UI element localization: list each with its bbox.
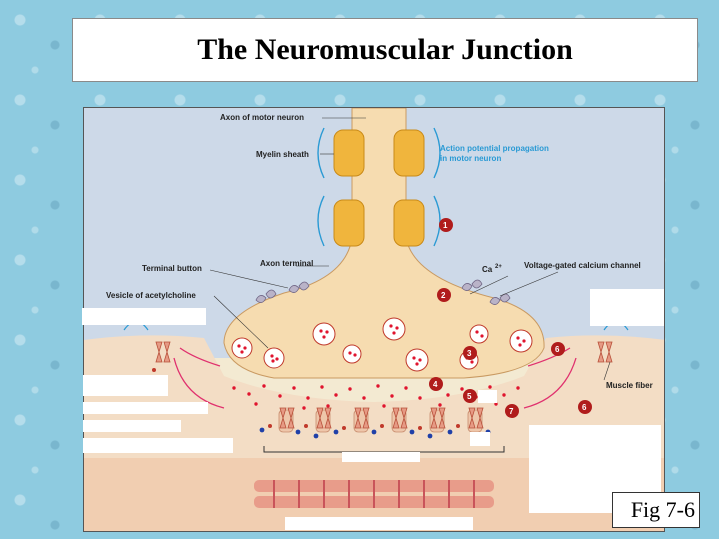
page-title: The Neuromuscular Junction: [197, 33, 573, 66]
label-muscle-fiber: Muscle fiber: [606, 381, 653, 390]
action-potential-arrows: [317, 127, 441, 247]
label-vesicle: Vesicle of acetylcholine: [106, 291, 196, 300]
blank-label-6: [83, 438, 233, 453]
label-axon: Axon of motor neuron: [220, 113, 304, 122]
step-1: 1: [443, 221, 448, 230]
blank-label-4: [83, 402, 208, 414]
blank-label-7: [478, 390, 497, 403]
label-ca-charge: 2+: [495, 264, 502, 270]
label-terminal-button: Terminal button: [142, 264, 202, 273]
blank-label-8: [470, 432, 490, 446]
step-6b: 6: [582, 403, 587, 412]
blank-label-3: [83, 375, 168, 396]
label-ap-1: Action potential propagation: [440, 144, 549, 153]
motor-neuron-terminal: [223, 108, 545, 379]
figure-number: Fig 7-6: [612, 492, 700, 528]
muscle-ap-arrows: [173, 347, 577, 409]
label-axon-terminal: Axon terminal: [260, 259, 313, 268]
step-7: 7: [509, 407, 514, 416]
leader-lines: [209, 117, 611, 381]
title-box: The Neuromuscular Junction: [72, 18, 698, 82]
myelin-sheath: [333, 129, 425, 247]
step-5: 5: [467, 392, 472, 401]
step-markers: [429, 218, 592, 418]
step-2: 2: [441, 291, 446, 300]
blank-label-5: [83, 420, 181, 432]
label-ca-channel: Voltage-gated calcium channel: [524, 261, 641, 270]
label-ap-2: in motor neuron: [440, 154, 501, 163]
step-6a: 6: [555, 345, 560, 354]
step-3: 3: [467, 349, 472, 358]
figure-number-text: Fig 7-6: [630, 497, 695, 522]
blank-label-11: [285, 517, 473, 530]
label-myelin: Myelin sheath: [256, 150, 309, 159]
blank-label-1: [82, 308, 206, 325]
step-4: 4: [433, 380, 438, 389]
calcium-channels: [255, 279, 511, 305]
acetylcholine-receptors: [155, 341, 613, 429]
blank-label-9: [342, 452, 420, 462]
label-ca-ion: Ca: [482, 265, 493, 274]
myofibril-bands: [254, 480, 494, 508]
blank-label-2: [590, 289, 664, 326]
